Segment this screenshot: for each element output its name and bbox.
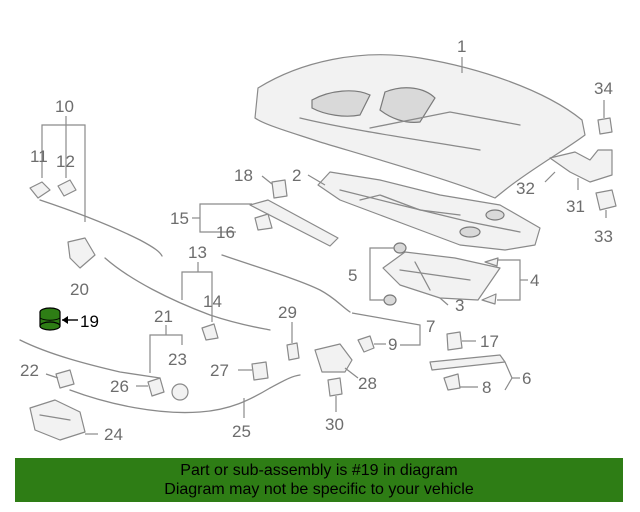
hood-release-cable-upper bbox=[221, 254, 351, 313]
callout-27: 27 bbox=[210, 361, 229, 380]
latch-bolt bbox=[286, 342, 300, 361]
callout-17: 17 bbox=[480, 332, 499, 351]
callout-24: 24 bbox=[104, 425, 123, 444]
callout-21: 21 bbox=[154, 307, 173, 326]
leader-18 bbox=[261, 175, 273, 185]
callout-18: 18 bbox=[234, 166, 253, 185]
callout-32: 32 bbox=[516, 179, 535, 198]
leader-19-arrow bbox=[62, 316, 68, 324]
weatherstrip-clip bbox=[443, 373, 461, 391]
callout-5: 5 bbox=[348, 266, 357, 285]
callout-16: 16 bbox=[216, 223, 235, 242]
cable-clamp bbox=[55, 369, 75, 389]
callout-8: 8 bbox=[482, 378, 491, 397]
leader-13-bracket bbox=[181, 271, 213, 322]
callout-31: 31 bbox=[566, 197, 585, 216]
leader-2 bbox=[307, 174, 326, 186]
callout-28: 28 bbox=[358, 374, 377, 393]
leader-4-bracket bbox=[497, 259, 521, 301]
insulator-clip bbox=[481, 257, 499, 305]
leader-3 bbox=[439, 297, 449, 306]
callout-10: 10 bbox=[55, 97, 74, 116]
callout-4: 4 bbox=[530, 271, 539, 290]
callout-33: 33 bbox=[594, 227, 613, 246]
hinge-bolt-34 bbox=[597, 117, 613, 135]
callout-26: 26 bbox=[110, 377, 129, 396]
hood-latch bbox=[314, 343, 353, 373]
leader-7 bbox=[351, 312, 421, 346]
hood-panel bbox=[254, 54, 586, 199]
hood-insulator bbox=[382, 251, 501, 301]
rod-holder-11 bbox=[29, 181, 51, 199]
callout-9: 9 bbox=[388, 335, 397, 354]
callout-13: 13 bbox=[188, 243, 207, 262]
hood-support-rod bbox=[39, 199, 163, 257]
leader-15-bottom bbox=[199, 218, 236, 233]
cable-clip-27 bbox=[251, 361, 269, 381]
latch-cover bbox=[327, 377, 343, 397]
callout-12: 12 bbox=[56, 152, 75, 171]
banner-line-part: Part or sub-assembly is #19 in diagram bbox=[180, 462, 458, 479]
cable-clip-26 bbox=[147, 377, 165, 397]
info-banner: Part or sub-assembly is #19 in diagram D… bbox=[15, 458, 623, 502]
callout-3: 3 bbox=[455, 296, 464, 315]
hood-hinge bbox=[549, 149, 613, 183]
release-cable bbox=[69, 374, 301, 414]
hood-cushion bbox=[271, 179, 288, 199]
hood-assembly-diagram: 1 2 3 4 5 6 7 8 9 10 11 12 13 14 15 16 1… bbox=[19, 37, 617, 444]
hood-release-lever bbox=[29, 399, 86, 441]
callout-23: 23 bbox=[168, 350, 187, 369]
leader-10-bracket bbox=[41, 124, 86, 222]
hood-weatherstrip bbox=[429, 354, 506, 371]
hood-bumper bbox=[446, 331, 463, 351]
callout-2: 2 bbox=[292, 166, 301, 185]
callout-1: 1 bbox=[457, 37, 466, 56]
leader-22 bbox=[45, 373, 59, 379]
leader-28 bbox=[344, 367, 359, 379]
seal-clip bbox=[254, 213, 273, 231]
hood-rod-lower bbox=[104, 257, 271, 331]
leader-6-bracket bbox=[504, 361, 513, 391]
callout-29: 29 bbox=[278, 303, 297, 322]
hood-seal bbox=[249, 199, 339, 247]
hood-inner-frame bbox=[317, 171, 541, 251]
leader-32 bbox=[544, 171, 556, 183]
rod-holder-12 bbox=[57, 179, 77, 197]
callout-11: 11 bbox=[30, 147, 48, 166]
cable-clip bbox=[357, 335, 375, 353]
leader-5-bracket bbox=[369, 247, 394, 301]
callout-30: 30 bbox=[325, 415, 344, 434]
hood-release-cable-lower bbox=[19, 339, 161, 379]
callout-22: 22 bbox=[20, 361, 39, 380]
rod-bracket bbox=[67, 237, 96, 269]
callout-15: 15 bbox=[170, 209, 189, 228]
callout-7: 7 bbox=[426, 317, 435, 336]
release-grommet bbox=[171, 383, 189, 401]
callout-6: 6 bbox=[522, 369, 531, 388]
highlighted-grommet-19 bbox=[39, 307, 61, 331]
banner-line-disclaimer: Diagram may not be specific to your vehi… bbox=[164, 481, 474, 498]
leader-15-top bbox=[199, 203, 252, 218]
callout-34: 34 bbox=[594, 79, 613, 98]
rod-grommet bbox=[201, 323, 219, 341]
callout-25: 25 bbox=[232, 422, 251, 441]
callout-20: 20 bbox=[70, 280, 89, 299]
hinge-bolt-33 bbox=[595, 189, 617, 211]
callout-19: 19 bbox=[80, 312, 99, 331]
callout-14: 14 bbox=[203, 292, 222, 311]
